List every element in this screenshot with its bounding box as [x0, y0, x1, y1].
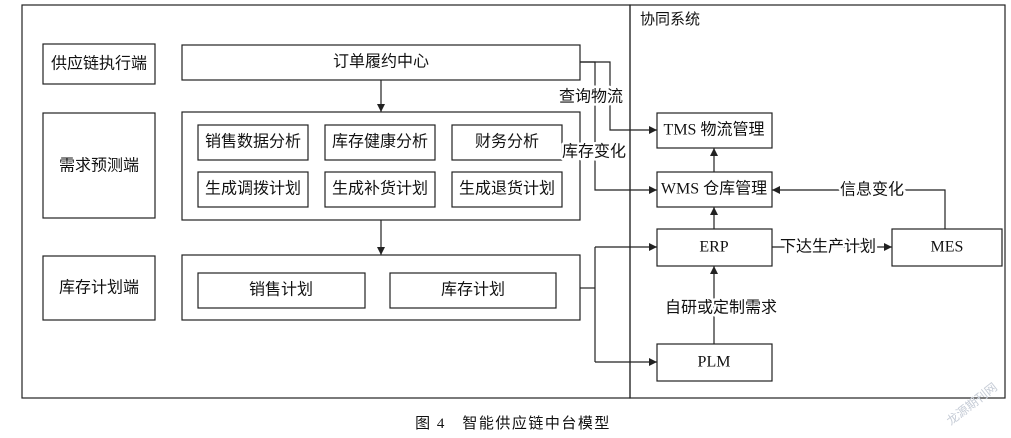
- forecast-item-sales-analysis-box: [197, 124, 309, 161]
- tier-execution-label: 供应链执行端: [51, 54, 147, 73]
- wms-node: WMS 仓库管理: [656, 171, 773, 208]
- forecast-item-transfer-plan-box: [197, 171, 309, 208]
- mes-node: MES: [891, 228, 1003, 267]
- mes-label: MES: [931, 239, 964, 256]
- edge-label-info-change: 信息变化: [840, 181, 904, 199]
- forecast-item-finance-box: [451, 124, 563, 161]
- collab-system-title: 协同系统: [640, 11, 700, 28]
- tms-box: [656, 112, 773, 149]
- plm-label: PLM: [698, 354, 731, 371]
- erp-node: ERP: [656, 228, 773, 267]
- tier-execution: 供应链执行端: [42, 43, 156, 85]
- figure-caption: 图 4 智能供应链中台模型: [415, 414, 611, 432]
- forecast-item-inventory-health: 库存健康分析: [332, 133, 428, 151]
- forecast-item-transfer-plan: 生成调拨计划: [205, 180, 301, 198]
- forecast-item-finance: 财务分析: [475, 133, 539, 151]
- mes-box: [891, 228, 1003, 267]
- tier-inventory-plan-label: 库存计划端: [59, 279, 139, 297]
- erp-label: ERP: [699, 239, 728, 256]
- edge-mes-to-wms: [772, 186, 946, 229]
- wms-label: WMS 仓库管理: [661, 180, 767, 198]
- plm-node: PLM: [656, 343, 773, 382]
- erp-box: [656, 228, 773, 267]
- edge-label-query-logistics: 查询物流: [559, 88, 623, 106]
- order-fulfillment-box: [181, 44, 581, 81]
- plan-group: 销售计划 库存计划: [181, 254, 581, 321]
- edge-order-to-wms: [580, 61, 657, 194]
- collab-system-panel: [629, 4, 1006, 399]
- plan-item-inventory: 库存计划: [441, 281, 505, 299]
- plm-box: [656, 343, 773, 382]
- tier-forecast-box: [42, 112, 156, 219]
- edge-label-inventory-change: 库存变化: [562, 143, 626, 161]
- plan-item-inventory-box: [389, 272, 557, 309]
- order-fulfillment-node: 订单履约中心: [181, 44, 581, 81]
- watermark: 龙源期刊网: [944, 380, 1000, 428]
- plan-item-sales: 销售计划: [249, 281, 313, 299]
- forecast-item-replenish-plan: 生成补货计划: [332, 180, 428, 198]
- forecast-item-return-plan: 生成退货计划: [459, 180, 555, 198]
- plan-item-sales-box: [197, 272, 366, 309]
- tier-inventory-plan-box: [42, 255, 156, 321]
- tms-label: TMS 物流管理: [664, 121, 765, 139]
- order-fulfillment-label: 订单履约中心: [333, 53, 429, 71]
- tier-inventory-plan: 库存计划端: [42, 255, 156, 321]
- edge-label-in-house-or-custom: 自研或定制需求: [665, 299, 777, 317]
- tier-forecast: 需求预测端: [42, 112, 156, 219]
- tier-execution-box: [42, 43, 156, 85]
- forecast-item-return-plan-box: [451, 171, 563, 208]
- forecast-item-inventory-health-box: [324, 124, 436, 161]
- edge-label-issue-production-plan: 下达生产计划: [780, 238, 876, 256]
- forecast-item-sales-analysis: 销售数据分析: [205, 133, 301, 151]
- tier-forecast-label: 需求预测端: [59, 157, 139, 175]
- forecast-item-replenish-plan-box: [324, 171, 436, 208]
- forecast-group: 销售数据分析 库存健康分析 财务分析 生成调拨计划 生成补货计划 生成退货计划: [181, 111, 581, 221]
- wms-box: [656, 171, 773, 208]
- tms-node: TMS 物流管理: [656, 112, 773, 149]
